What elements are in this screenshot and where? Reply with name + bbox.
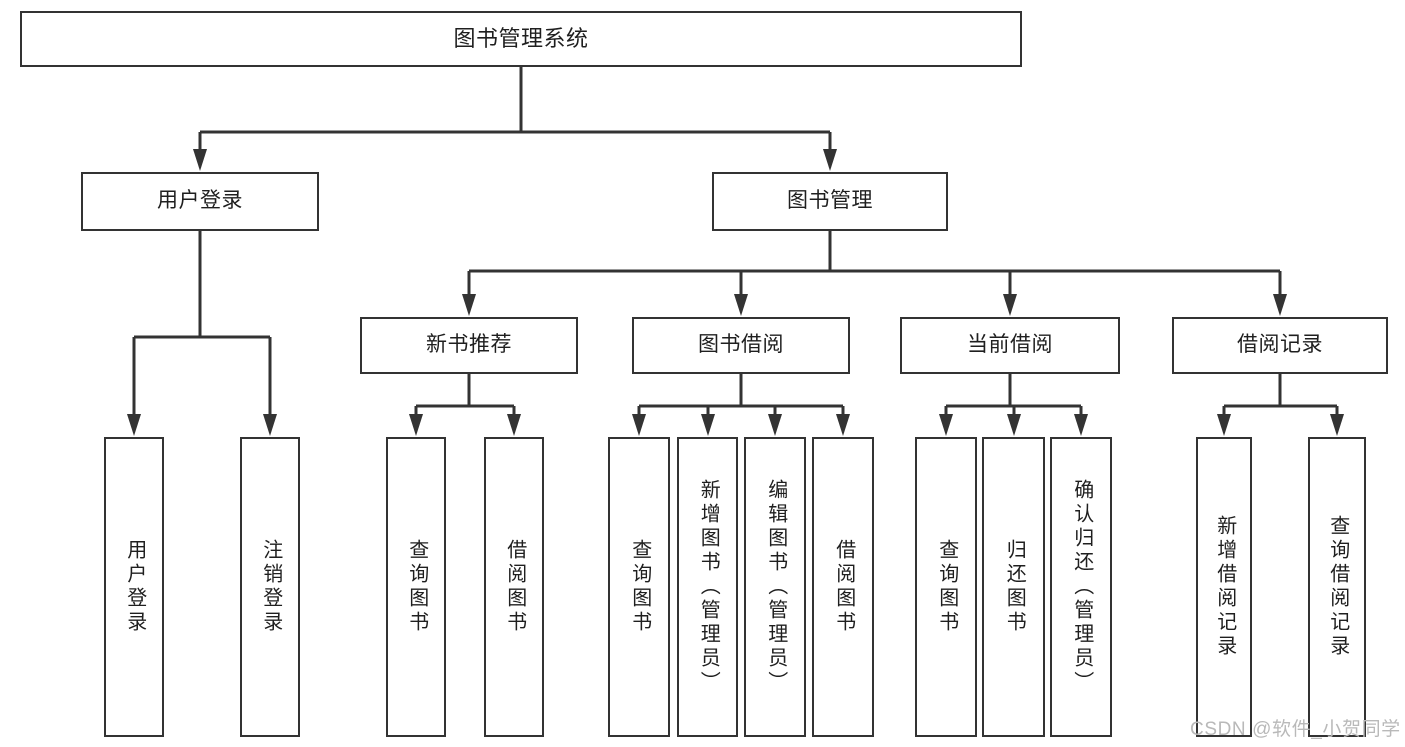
node-label: 查询图书 [935,539,958,635]
arrow-head-icon [836,414,850,436]
arrow-head-icon [823,149,837,171]
node-l3-c3[interactable]: 编辑图书（管理员） [744,437,806,737]
node-l3-d2[interactable]: 归还图书 [982,437,1045,737]
node-label: 注销登录 [259,539,282,635]
node-label: 归还图书 [1003,539,1026,635]
arrow-head-icon [1074,414,1088,436]
node-l1-login[interactable]: 用户登录 [81,172,319,231]
node-label: 借阅图书 [503,539,526,635]
arrow-head-icon [939,414,953,436]
node-label: 编辑图书（管理员） [764,479,787,695]
node-label: 新增图书（管理员） [697,479,720,695]
node-l2-record[interactable]: 借阅记录 [1172,317,1388,374]
node-label: 借阅记录 [1237,333,1323,357]
node-l3-a1[interactable]: 用户登录 [104,437,164,737]
node-l3-c2[interactable]: 新增图书（管理员） [677,437,738,737]
arrow-head-icon [409,414,423,436]
node-label: 图书管理系统 [453,26,589,52]
node-label: 当前借阅 [967,333,1053,357]
watermark-text: CSDN @软件_小贺同学 [1190,719,1401,740]
arrow-head-icon [193,149,207,171]
arrow-head-icon [1007,414,1021,436]
node-l3-e2[interactable]: 查询借阅记录 [1308,437,1366,737]
node-l3-c4[interactable]: 借阅图书 [812,437,874,737]
node-l1-manage[interactable]: 图书管理 [712,172,948,231]
node-label: 新增借阅记录 [1213,515,1236,659]
arrow-head-icon [462,294,476,316]
node-l2-newbook[interactable]: 新书推荐 [360,317,578,374]
node-l3-e1[interactable]: 新增借阅记录 [1196,437,1252,737]
node-label: 查询借阅记录 [1326,515,1349,659]
node-label: 用户登录 [157,189,243,213]
arrow-head-icon [1003,294,1017,316]
node-label: 查询图书 [628,539,651,635]
node-root[interactable]: 图书管理系统 [20,11,1022,67]
node-l3-b1[interactable]: 查询图书 [386,437,446,737]
arrow-head-icon [632,414,646,436]
node-l2-borrow[interactable]: 图书借阅 [632,317,850,374]
node-l3-c1[interactable]: 查询图书 [608,437,670,737]
node-l3-d3[interactable]: 确认归还（管理员） [1050,437,1112,737]
node-label: 借阅图书 [832,539,855,635]
arrow-head-icon [263,414,277,436]
node-label: 图书管理 [787,189,873,213]
arrow-head-icon [1217,414,1231,436]
node-l3-a2[interactable]: 注销登录 [240,437,300,737]
arrow-head-icon [734,294,748,316]
node-l3-d1[interactable]: 查询图书 [915,437,977,737]
arrow-head-icon [127,414,141,436]
arrow-head-icon [1330,414,1344,436]
arrow-head-icon [768,414,782,436]
node-label: 新书推荐 [426,333,512,357]
node-l3-b2[interactable]: 借阅图书 [484,437,544,737]
node-label: 图书借阅 [698,333,784,357]
arrow-head-icon [1273,294,1287,316]
arrow-head-icon [701,414,715,436]
node-label: 用户登录 [123,539,146,635]
node-label: 确认归还（管理员） [1070,479,1093,695]
node-label: 查询图书 [405,539,428,635]
node-l2-current[interactable]: 当前借阅 [900,317,1120,374]
arrow-head-icon [507,414,521,436]
